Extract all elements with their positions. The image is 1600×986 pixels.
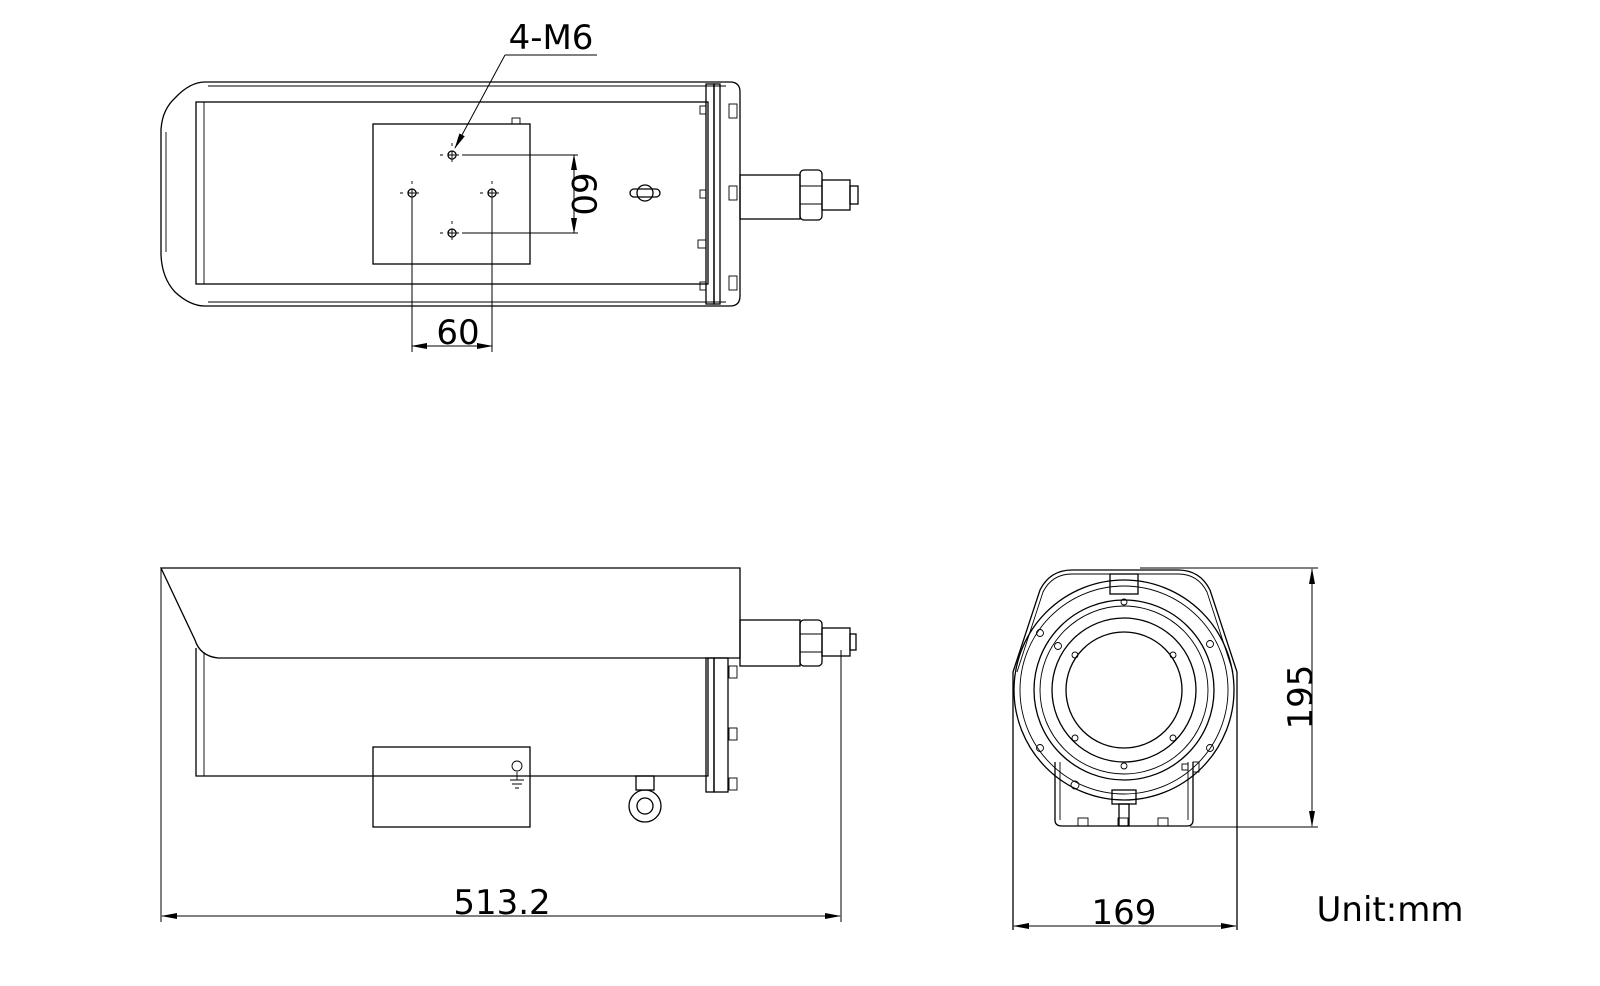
unit-label: Unit:mm — [1317, 890, 1464, 930]
ground-icon — [510, 760, 524, 789]
dim-height: 195 — [1281, 665, 1321, 730]
flange-bolts — [1036, 598, 1214, 790]
mounting-holes — [400, 143, 504, 245]
top-view: 60 60 4-M6 — [160, 18, 859, 353]
bracket-knob — [629, 184, 661, 202]
front-view: 195 169 — [1012, 567, 1321, 933]
junction-box — [372, 746, 531, 828]
eye-bolt — [628, 775, 662, 823]
mounting-plate — [372, 123, 531, 265]
hole-callout: 4-M6 — [509, 18, 594, 58]
dim-60-horizontal: 60 — [436, 313, 479, 353]
dim-width: 169 — [1092, 893, 1157, 933]
side-view: 513.2 — [159, 567, 857, 923]
dim-60-vertical: 60 — [563, 172, 603, 215]
dim-overall-length: 513.2 — [453, 883, 550, 923]
